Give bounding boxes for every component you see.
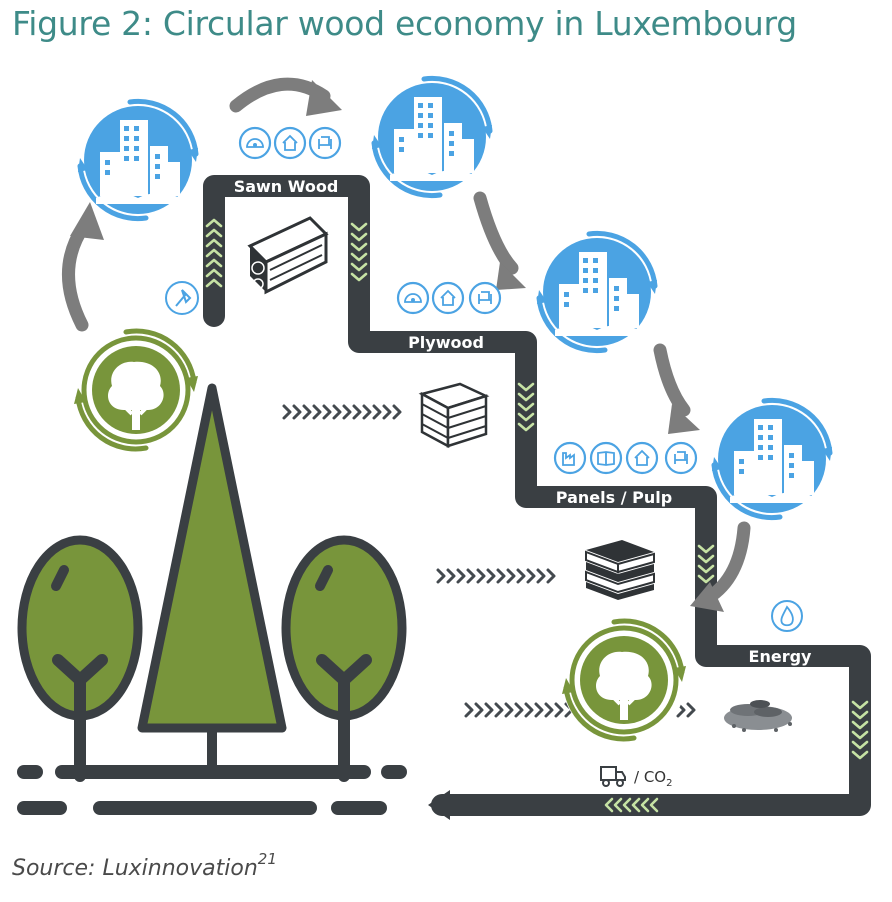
road-chevrons-left xyxy=(604,797,659,813)
deciduous-tree-left xyxy=(17,535,143,782)
co2-text: / CO xyxy=(634,768,666,786)
factory-icon xyxy=(553,441,587,475)
wood-pellets-icon xyxy=(724,700,792,732)
road-chevrons-down-3 xyxy=(697,544,715,584)
book-icon xyxy=(589,441,623,475)
flame-icon xyxy=(771,600,803,632)
axe-icon xyxy=(165,281,199,315)
co2-subscript: 2 xyxy=(666,778,672,789)
saw-icon xyxy=(396,281,430,315)
road-chevrons-down-2 xyxy=(517,382,535,432)
tree-icon xyxy=(74,328,198,452)
source-caption: Source: Luxinnovation21 xyxy=(12,850,277,881)
stage-label-sawn-wood: Sawn Wood xyxy=(234,177,339,196)
road-chevrons-down-4 xyxy=(851,700,869,760)
chair-icon xyxy=(308,126,342,160)
footnote-number: 21 xyxy=(257,850,277,868)
value-chain-road xyxy=(203,175,871,816)
plywood-stack-icon xyxy=(418,382,490,449)
road-arrowhead xyxy=(428,790,450,820)
stage-label-plywood: Plywood xyxy=(408,333,484,352)
road-chevrons-down-1 xyxy=(350,222,368,282)
flow-chevrons-energy xyxy=(464,702,584,718)
tree-icon xyxy=(562,618,686,742)
panel-stack-icon xyxy=(585,540,655,600)
flow-chevrons-panels xyxy=(436,568,556,584)
truck-icon xyxy=(600,766,626,787)
chair-icon xyxy=(468,281,502,315)
figure-title: Figure 2: Circular wood economy in Luxem… xyxy=(12,4,797,43)
road-chevrons-up xyxy=(205,218,223,288)
city-icon xyxy=(535,230,659,354)
house-icon xyxy=(625,441,659,475)
city-icon xyxy=(76,98,200,222)
house-icon xyxy=(431,281,465,315)
house-icon xyxy=(273,126,307,160)
stage-label-energy: Energy xyxy=(749,647,813,666)
deciduous-tree-right xyxy=(281,535,407,782)
transport-co2-label: / CO2 xyxy=(634,768,672,789)
chair-icon xyxy=(664,441,698,475)
city-icon xyxy=(370,75,494,199)
flow-chevrons-plywood xyxy=(282,404,402,420)
ground-lines xyxy=(17,765,407,815)
stage-label-panels-pulp: Panels / Pulp xyxy=(556,488,672,507)
flow-arrowheads xyxy=(70,80,724,612)
city-icon xyxy=(710,397,834,521)
pine-tree xyxy=(137,383,287,770)
source-text: Source: Luxinnovation xyxy=(12,856,258,881)
wood-logs-icon xyxy=(247,216,329,295)
saw-icon xyxy=(238,126,272,160)
